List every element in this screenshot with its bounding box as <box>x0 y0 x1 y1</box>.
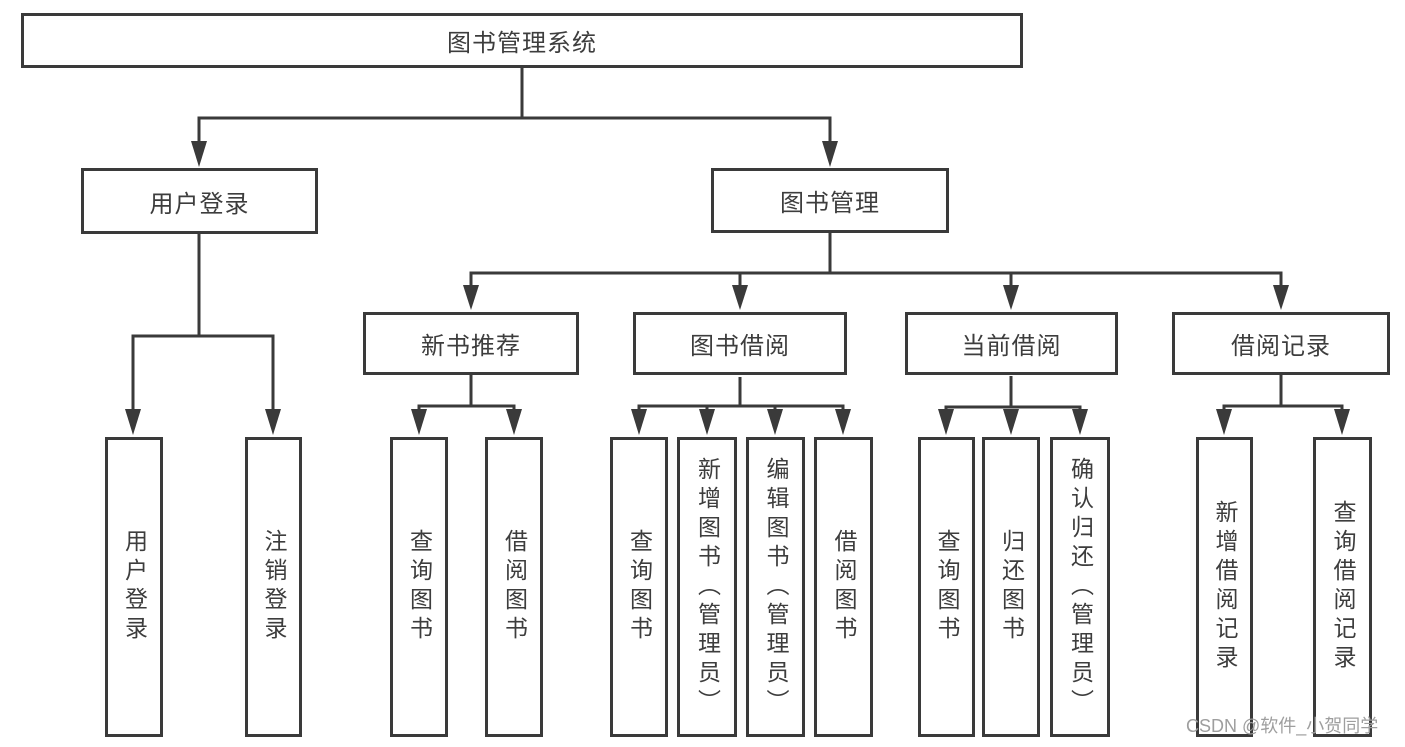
leaf-borrow-books-borrowing: 借阅图书 <box>814 437 873 737</box>
leaf-borrow-books-recommendation: 借阅图书 <box>485 437 543 737</box>
leaf-label: 确认归还（管理员） <box>1067 456 1094 718</box>
leaf-label: 用户登录 <box>121 529 148 645</box>
leaf-label: 编辑图书（管理员） <box>763 456 789 718</box>
leaf-label: 新增图书（管理员） <box>694 456 721 718</box>
node-user-login: 用户登录 <box>81 168 318 234</box>
node-book-borrowing: 图书借阅 <box>633 312 847 375</box>
leaf-add-books-admin: 新增图书（管理员） <box>677 437 737 737</box>
leaf-search-books-recommendation: 查询图书 <box>390 437 448 737</box>
leaf-edit-books-admin: 编辑图书（管理员） <box>746 437 805 737</box>
leaf-user-login: 用户登录 <box>105 437 163 737</box>
leaf-label: 查询图书 <box>934 529 960 645</box>
node-new-book-recommendation: 新书推荐 <box>363 312 579 375</box>
leaf-label: 借阅图书 <box>831 529 857 645</box>
node-library-management-system: 图书管理系统 <box>21 13 1023 68</box>
leaf-label: 新增借阅记录 <box>1212 500 1238 674</box>
leaf-label: 注销登录 <box>261 529 287 645</box>
leaf-search-borrow-record: 查询借阅记录 <box>1313 437 1372 737</box>
leaf-search-books-borrowing: 查询图书 <box>610 437 668 737</box>
arrowheads <box>125 141 1350 435</box>
leaf-label: 查询图书 <box>406 529 433 645</box>
leaf-search-books-current: 查询图书 <box>918 437 975 737</box>
leaf-label: 查询图书 <box>626 529 653 645</box>
leaf-return-books: 归还图书 <box>982 437 1040 737</box>
leaf-add-borrow-record: 新增借阅记录 <box>1196 437 1253 737</box>
leaf-label: 归还图书 <box>998 529 1025 645</box>
leaf-logout: 注销登录 <box>245 437 302 737</box>
leaf-label: 借阅图书 <box>501 529 528 645</box>
leaf-label: 查询借阅记录 <box>1330 500 1356 674</box>
node-current-borrowing: 当前借阅 <box>905 312 1118 375</box>
leaf-confirm-return-admin: 确认归还（管理员） <box>1050 437 1110 737</box>
node-book-management: 图书管理 <box>711 168 949 233</box>
node-borrowing-records: 借阅记录 <box>1172 312 1390 375</box>
csdn-watermark: CSDN @软件_小贺同学 <box>1186 716 1379 736</box>
